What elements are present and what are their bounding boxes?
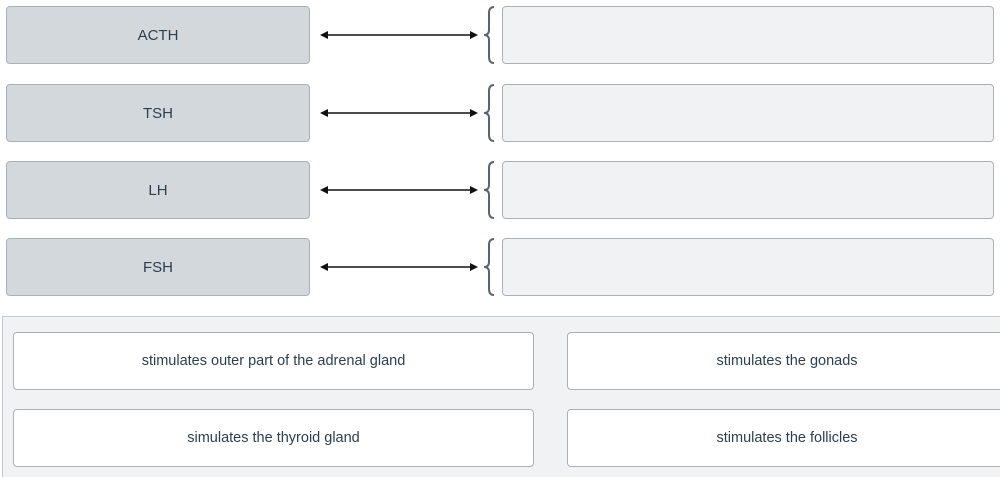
- match-row: ACTH: [0, 6, 1000, 64]
- drop-target-acth[interactable]: [502, 6, 994, 64]
- answer-choice-gonads[interactable]: stimulates the gonads: [567, 332, 1000, 390]
- answer-choice-adrenal[interactable]: stimulates outer part of the adrenal gla…: [13, 332, 534, 390]
- term-card-lh[interactable]: LH: [6, 161, 310, 219]
- answer-choice-follicles[interactable]: stimulates the follicles: [567, 409, 1000, 467]
- answer-choice-thyroid[interactable]: simulates the thyroid gland: [13, 409, 534, 467]
- curly-brace-icon: [483, 161, 495, 219]
- answer-bank: stimulates outer part of the adrenal gla…: [2, 316, 1000, 477]
- double-headed-arrow-icon: [320, 186, 478, 194]
- match-row: TSH: [0, 84, 1000, 142]
- drop-target-fsh[interactable]: [502, 238, 994, 296]
- term-card-fsh[interactable]: FSH: [6, 238, 310, 296]
- term-card-tsh[interactable]: TSH: [6, 84, 310, 142]
- drop-target-lh[interactable]: [502, 161, 994, 219]
- match-row: LH: [0, 161, 1000, 219]
- curly-brace-icon: [483, 84, 495, 142]
- term-card-acth[interactable]: ACTH: [6, 6, 310, 64]
- curly-brace-icon: [483, 6, 495, 64]
- curly-brace-icon: [483, 238, 495, 296]
- drop-target-tsh[interactable]: [502, 84, 994, 142]
- double-headed-arrow-icon: [320, 263, 478, 271]
- match-row: FSH: [0, 238, 1000, 296]
- double-headed-arrow-icon: [320, 109, 478, 117]
- double-headed-arrow-icon: [320, 31, 478, 39]
